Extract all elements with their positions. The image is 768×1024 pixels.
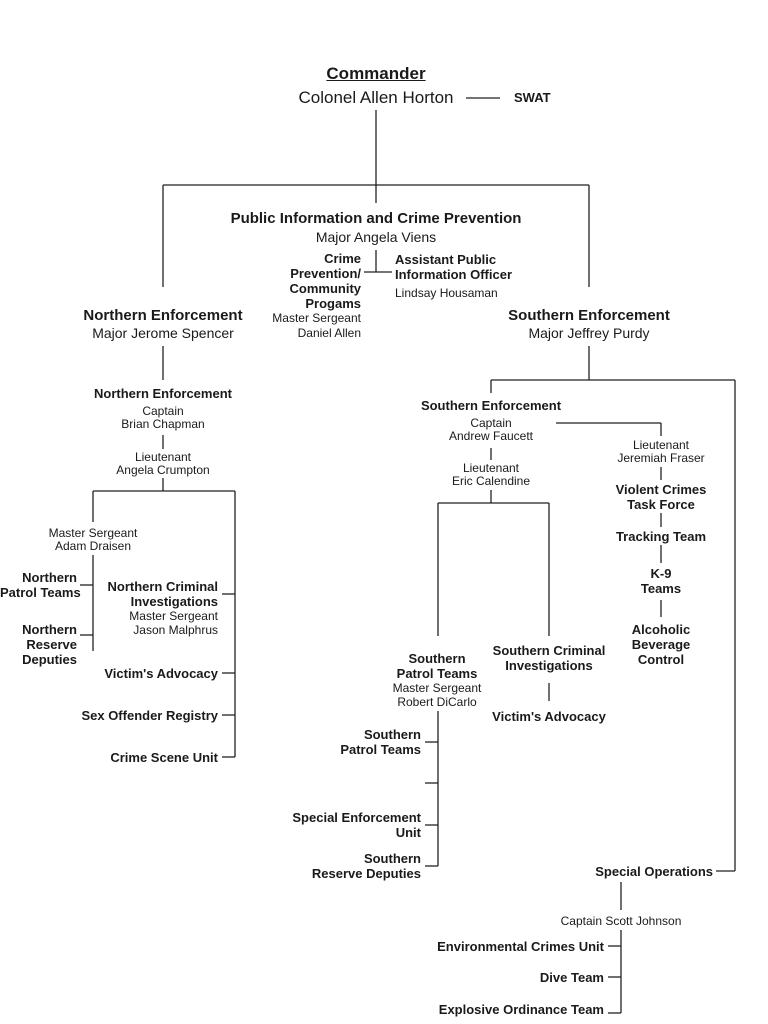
northern-criminal-investigations: Northern Criminal Investigations Master …	[80, 579, 218, 637]
southern-lt2-name: Jeremiah Fraser	[617, 451, 705, 465]
northern-patrol-line-2: Patrol Teams	[0, 585, 81, 600]
southern-captain-name: Andrew Faucett	[448, 429, 534, 443]
public-info-title: Public Information and Crime Prevention	[230, 210, 522, 227]
southern-patrol-teams: Southern Patrol Teams Master Sergeant Ro…	[377, 651, 497, 709]
northern-reserve-line-2: Reserve	[26, 637, 77, 652]
northern-patrol-line-1: Northern	[22, 570, 77, 585]
northern-reserve-deputies: Northern Reserve Deputies	[0, 622, 77, 667]
southern-patrol2-line-2: Patrol Teams	[340, 742, 421, 757]
special-ops-captain: Captain Scott Johnson	[560, 914, 682, 928]
northern-captain-name: Brian Chapman	[121, 417, 205, 431]
southern-reserve-deputies: Southern Reserve Deputies	[280, 851, 421, 881]
commander-name: Colonel Allen Horton	[298, 88, 454, 107]
southern-criminal-investigations: Southern Criminal Investigations	[484, 643, 614, 673]
northern-patrol-teams: Northern Patrol Teams	[0, 570, 81, 600]
northern-lt-rank: Lieutenant	[134, 450, 192, 464]
asst-line-1: Assistant Public	[395, 252, 497, 267]
swat-unit: SWAT	[514, 90, 551, 105]
sex-offender-registry: Sex Offender Registry	[81, 708, 218, 723]
southern-reserve-line-2: Reserve Deputies	[311, 866, 421, 881]
k9-line-1: K-9	[650, 566, 672, 581]
asst-name: Lindsay Housaman	[395, 286, 498, 300]
southern-lt2-rank: Lieutenant	[632, 438, 690, 452]
northern-reserve-line-1: Northern	[22, 622, 77, 637]
northern-criminal-name: Jason Malphrus	[133, 623, 218, 637]
southern-sub-title: Southern Enforcement	[420, 398, 562, 413]
violent-line-1: Violent Crimes	[615, 482, 707, 497]
crime-prev-line-3: Community	[289, 281, 362, 296]
southern-criminal-line-2: Investigations	[505, 658, 593, 673]
southern-patrol-name: Robert DiCarlo	[397, 695, 477, 709]
southern-title: Southern Enforcement	[508, 307, 670, 324]
northern-criminal-line-2: Investigations	[130, 594, 218, 609]
abc-line-2: Beverage	[631, 637, 691, 652]
dive-team: Dive Team	[539, 970, 604, 985]
alcoholic-beverage-control: Alcoholic Beverage Control	[591, 622, 731, 667]
environmental-crimes-unit: Environmental Crimes Unit	[437, 939, 604, 954]
special-enf-line-1: Special Enforcement	[292, 810, 421, 825]
k9-teams: K-9 Teams	[591, 566, 731, 596]
special-operations-title: Special Operations	[595, 864, 713, 879]
crime-prev-line-2: Prevention/	[290, 266, 361, 281]
northern-criminal-rank: Master Sergeant	[129, 609, 218, 623]
northern-victims-advocacy: Victim's Advocacy	[104, 666, 218, 681]
northern-msgt-rank: Master Sergeant	[48, 526, 138, 540]
southern-victims-advocacy: Victim's Advocacy	[492, 709, 606, 724]
northern-reserve-line-3: Deputies	[22, 652, 77, 667]
northern-title: Northern Enforcement	[83, 307, 243, 324]
assistant-pio: Assistant Public Information Officer Lin…	[395, 252, 512, 301]
southern-captain-rank: Captain	[470, 416, 512, 430]
southern-patrol2-line-1: Southern	[363, 727, 421, 742]
abc-line-1: Alcoholic	[631, 622, 691, 637]
crime-prevention-unit: Crime Prevention/ Community Progams Mast…	[250, 251, 361, 341]
southern-lt-name: Eric Calendine	[451, 474, 531, 488]
crime-prev-rank: Master Sergeant	[272, 311, 361, 325]
abc-line-3: Control	[637, 652, 685, 667]
public-info-name: Major Angela Viens	[315, 229, 437, 245]
southern-name: Major Jeffrey Purdy	[528, 325, 650, 341]
southern-patrol-line-2: Patrol Teams	[396, 666, 478, 681]
northern-sub-title: Northern Enforcement	[94, 386, 232, 401]
southern-patrol-line-1: Southern	[408, 651, 466, 666]
explosive-ordinance-team: Explosive Ordinance Team	[438, 1002, 604, 1017]
violent-line-2: Task Force	[627, 497, 695, 512]
northern-msgt-name: Adam Draisen	[54, 539, 132, 553]
northern-criminal-line-1: Northern Criminal	[107, 579, 218, 594]
crime-prev-name: Daniel Allen	[297, 326, 361, 340]
southern-patrol-teams-2: Southern Patrol Teams	[300, 727, 421, 757]
asst-line-2: Information Officer	[395, 267, 513, 282]
crime-prev-line-4: Progams	[305, 296, 361, 311]
southern-criminal-line-1: Southern Criminal	[492, 643, 606, 658]
northern-name: Major Jerome Spencer	[92, 325, 234, 341]
southern-reserve-line-1: Southern	[363, 851, 421, 866]
special-enf-line-2: Unit	[395, 825, 421, 840]
southern-patrol-rank: Master Sergeant	[392, 681, 482, 695]
southern-lt-rank: Lieutenant	[462, 461, 520, 475]
northern-lt-name: Angela Crumpton	[116, 463, 210, 477]
commander-title: Commander	[326, 64, 426, 83]
violent-crimes-task-force: Violent Crimes Task Force	[591, 482, 731, 512]
tracking-team: Tracking Team	[615, 529, 707, 544]
crime-scene-unit: Crime Scene Unit	[110, 750, 218, 765]
northern-captain-rank: Captain	[142, 404, 184, 418]
special-enforcement-unit: Special Enforcement Unit	[270, 810, 421, 840]
k9-line-2: Teams	[640, 581, 682, 596]
crime-prev-line-1: Crime	[324, 251, 361, 266]
